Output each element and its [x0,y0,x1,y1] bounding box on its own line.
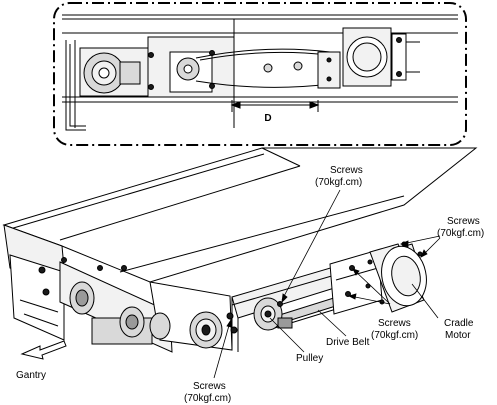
cradle-motor-label: Cradle [444,318,474,329]
screws-right-label: Screws [447,216,480,227]
detail-left-pulley [79,47,154,97]
screws-mid-torque: (70kgf.cm) [371,330,418,341]
screws-top-label: Screws [330,165,363,176]
pulley-label: Pulley [296,353,323,364]
drive-belt-label: Drive Belt [326,337,370,348]
screws-right-torque: (70kgf.cm) [437,228,484,239]
front-pulley [189,311,238,349]
cradle-assembly [2,147,478,353]
screws-bottom-torque: (70kgf.cm) [184,393,231,404]
screws-bottom-label: Screws [193,381,226,392]
gantry-arrow [20,340,67,360]
detail-drive-pulley [169,50,215,93]
drive-pulley [253,297,293,331]
screws-top-torque: (70kgf.cm) [315,177,362,188]
dimension-d-label: D [264,113,271,124]
dimension-d [230,100,320,112]
left-rollers [69,281,171,340]
leader-lines [213,189,441,379]
detail-drive-belt [195,48,341,89]
labels: Screws (70kgf.cm) Screws (70kgf.cm) Scre… [16,165,484,404]
screws-mid-label: Screws [378,318,411,329]
gantry-label: Gantry [16,370,46,381]
detail-inset: D [53,2,467,146]
detail-cradle-motor [342,27,420,87]
cradle-motor-label-2: Motor [445,330,471,341]
detail-inset-border [53,2,467,146]
